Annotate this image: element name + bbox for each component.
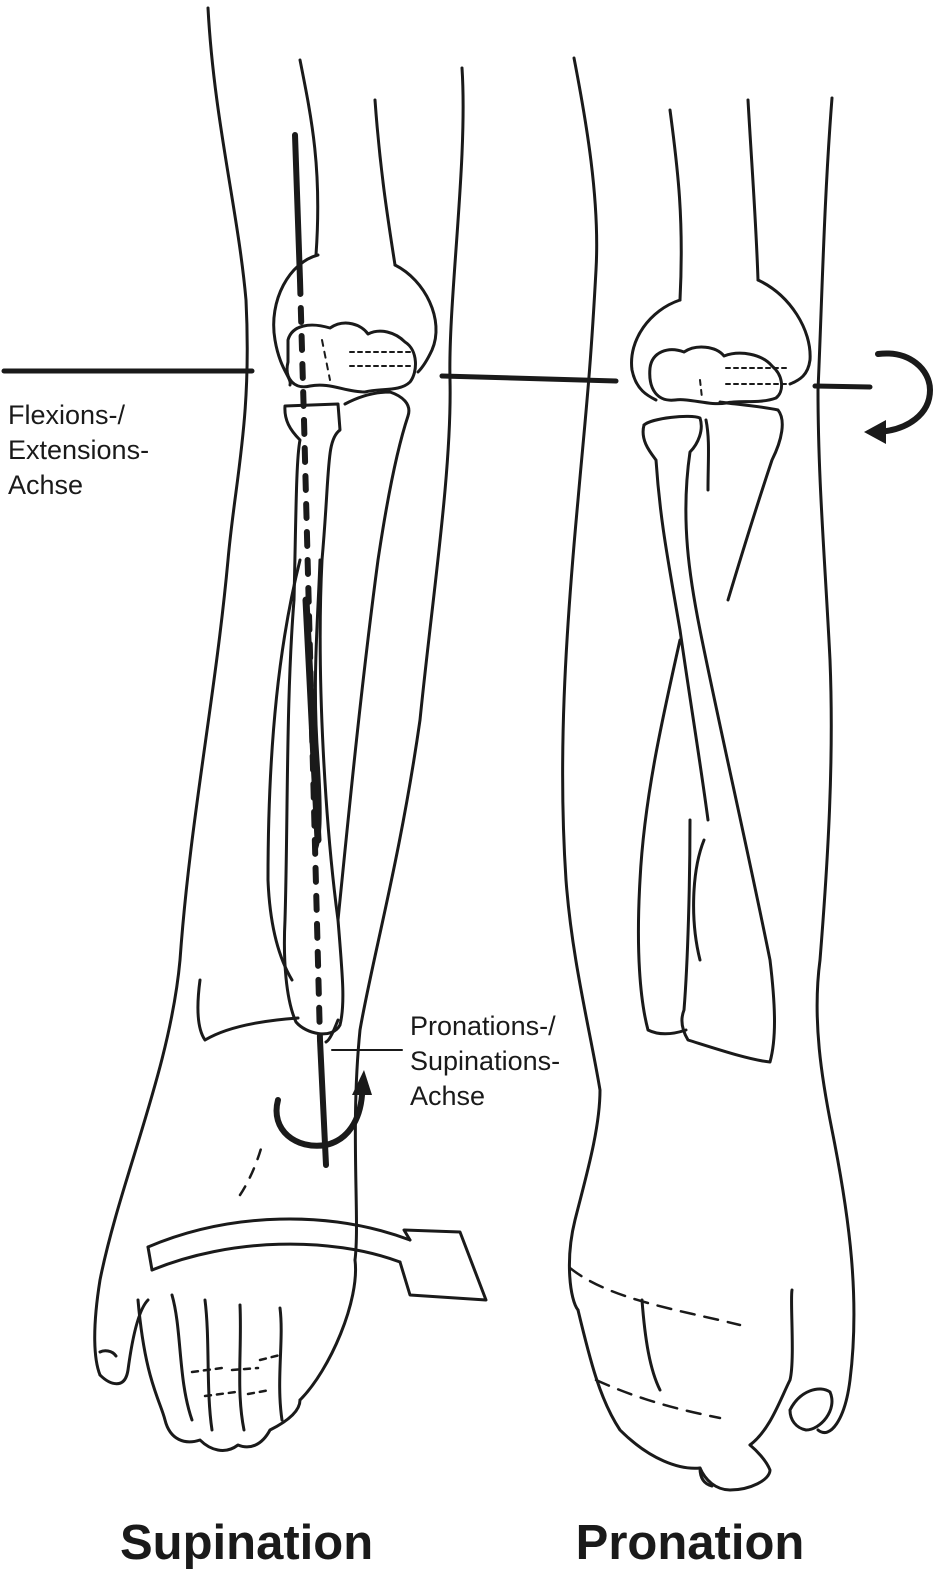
pronation-crossed-bones [638,402,782,1062]
supination-hand [100,1145,300,1450]
flexion-extension-axis [4,371,870,387]
flex-axis-line-3: Achse [8,468,149,503]
caption-supination: Supination [120,1515,360,1571]
pronation-rotation-arrow [864,353,930,444]
pronation-arm-outline [563,58,854,1433]
pro-axis-line-2: Supinations- [410,1044,560,1079]
flexion-extension-axis-label: Flexions-/ Extensions- Achse [8,398,149,503]
pronation-humerus-condyles [632,280,811,404]
flex-axis-line-1: Flexions-/ [8,398,149,433]
pro-axis-line-3: Achse [410,1079,560,1114]
supination-arm-outline [95,8,463,1400]
caption-pronation: Pronation [560,1515,820,1571]
flex-axis-line-2: Extensions- [8,433,149,468]
pronation-supination-axis-label: Pronations-/ Supinations- Achse [410,1009,560,1114]
pronation-hand [570,1268,832,1490]
pro-axis-line-1: Pronations-/ [410,1009,560,1044]
